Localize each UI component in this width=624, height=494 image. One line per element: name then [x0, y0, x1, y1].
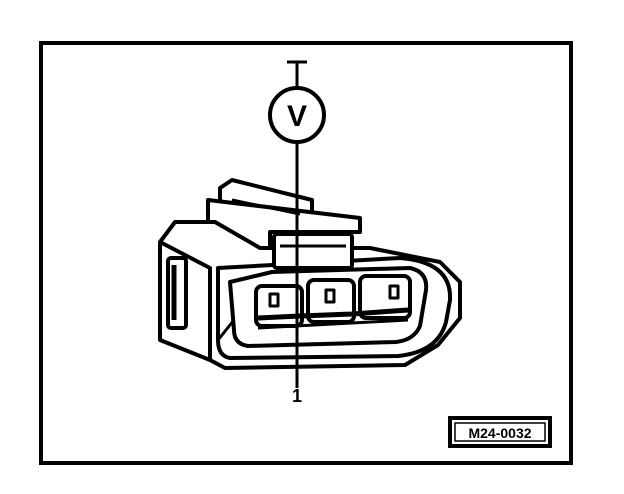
electrical-connector-icon [158, 178, 462, 370]
voltmeter-icon: V [268, 60, 326, 144]
callout-number: 1 [292, 386, 302, 406]
meter-symbol: V [287, 100, 307, 133]
figure-code-box: M24-0032 [448, 416, 552, 448]
figure-code: M24-0032 [468, 425, 531, 441]
